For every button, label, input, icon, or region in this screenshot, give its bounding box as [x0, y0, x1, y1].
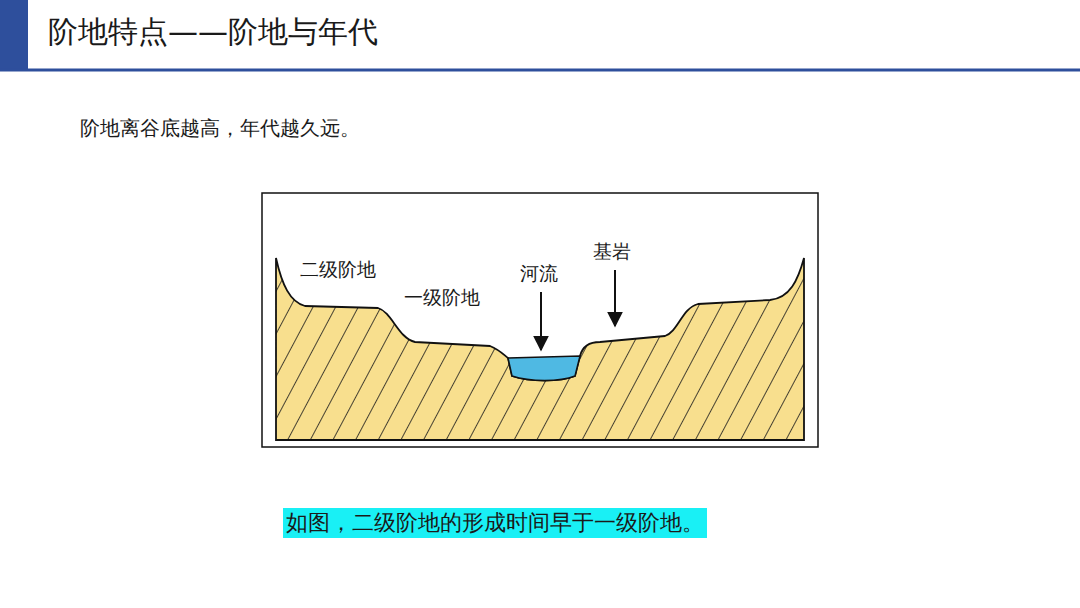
highlight-caption: 如图，二级阶地的形成时间早于一级阶地。 — [283, 508, 707, 538]
diagram-frame — [262, 193, 818, 447]
river-arrow — [540, 292, 542, 350]
header-line — [0, 69, 1080, 72]
river-water — [508, 356, 580, 381]
bedrock-arrow — [614, 270, 616, 326]
header-bar — [0, 0, 28, 70]
bedrock-label: 基岩 — [593, 240, 631, 263]
terrace-label: 二级阶地 — [300, 258, 376, 281]
body-text: 阶地离谷底越高，年代越久远。 — [80, 116, 360, 140]
terrace-label: 一级阶地 — [404, 286, 480, 309]
bedrock-profile — [276, 258, 804, 440]
river-label: 河流 — [520, 262, 558, 285]
slide-title: 阶地特点——阶地与年代 — [48, 14, 378, 50]
